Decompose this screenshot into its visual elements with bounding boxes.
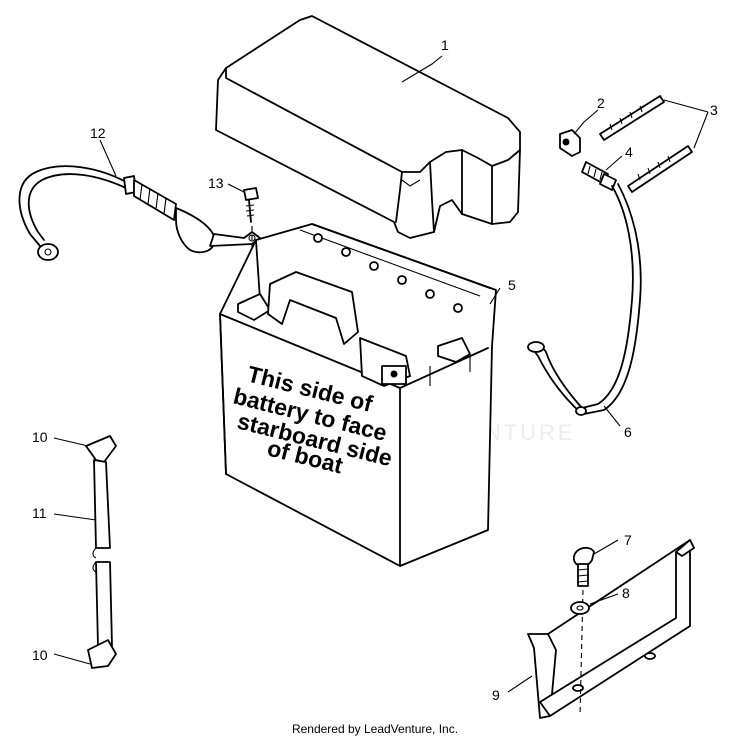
hardware-right <box>559 95 693 193</box>
positive-cable <box>527 183 642 416</box>
battery-cover <box>215 15 521 239</box>
callout-8: 8 <box>622 585 630 601</box>
callout-13: 13 <box>208 175 224 191</box>
callout-2: 2 <box>597 95 605 111</box>
leader-lines <box>53 55 709 693</box>
battery-bracket <box>527 539 695 719</box>
callout-1: 1 <box>441 37 449 53</box>
negative-cable <box>18 165 261 261</box>
callout-12: 12 <box>90 125 106 141</box>
callout-10-bottom: 10 <box>32 647 48 663</box>
callout-4: 4 <box>625 144 633 160</box>
callout-11: 11 <box>32 505 47 521</box>
callout-9: 9 <box>492 687 500 703</box>
callout-10-top: 10 <box>32 429 48 445</box>
render-credit: Rendered by LeadVenture, Inc. <box>291 722 459 736</box>
battery: This side of battery to face starboard s… <box>219 223 497 567</box>
hold-down-strap <box>85 435 117 669</box>
callout-5: 5 <box>508 277 516 293</box>
callout-6: 6 <box>624 424 632 440</box>
callout-3: 3 <box>710 102 718 118</box>
callout-7: 7 <box>624 532 632 548</box>
washer <box>570 601 590 615</box>
callout-numbers: 1 2 3 4 5 6 7 8 9 10 11 10 12 13 <box>32 37 718 703</box>
